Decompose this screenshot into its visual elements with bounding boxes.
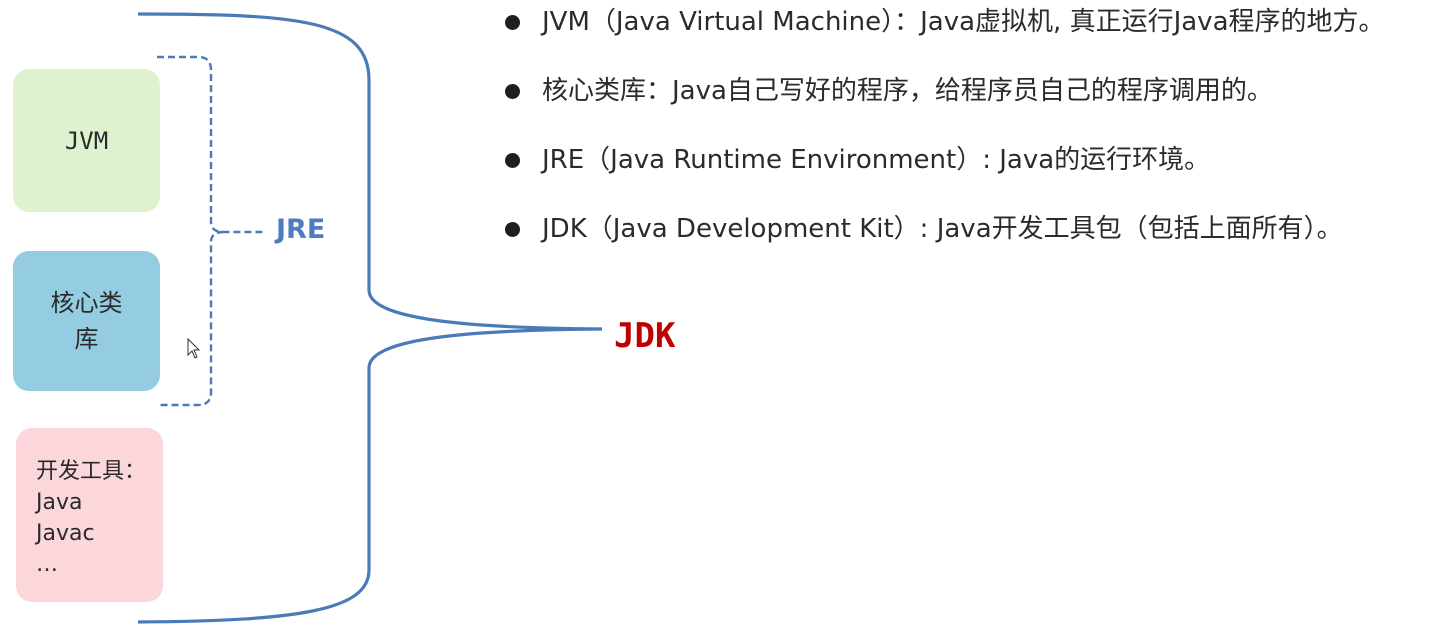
jre-dashed-bracket bbox=[157, 55, 266, 407]
bullet-text: JDK（Java Development Kit）: Java开发工具包（包括上… bbox=[542, 214, 1343, 244]
bullet-jvm: JVM（Java Virtual Machine）：Java虚拟机, 真正运行J… bbox=[500, 0, 1385, 69]
dev-tools-item-javac: Javac bbox=[36, 521, 95, 546]
bullet-jre: JRE（Java Runtime Environment）: Java的运行环境… bbox=[500, 138, 1385, 207]
jdk-label: JDK bbox=[614, 316, 676, 356]
bullet-text: JRE（Java Runtime Environment）: Java的运行环境… bbox=[542, 145, 1211, 175]
definition-list: JVM（Java Virtual Machine）：Java虚拟机, 真正运行J… bbox=[500, 0, 1385, 276]
bullet-core-library: 核心类库：Java自己写好的程序，给程序员自己的程序调用的。 bbox=[500, 69, 1385, 138]
dev-tools-item-java: Java bbox=[36, 490, 83, 515]
bullet-text: 核心类库：Java自己写好的程序，给程序员自己的程序调用的。 bbox=[542, 76, 1273, 106]
bullet-text: JVM（Java Virtual Machine）：Java虚拟机, 真正运行J… bbox=[542, 7, 1385, 37]
bullet-jdk: JDK（Java Development Kit）: Java开发工具包（包括上… bbox=[500, 207, 1385, 276]
mouse-pointer-icon bbox=[187, 338, 201, 359]
core-library-box: 核心类库 bbox=[13, 251, 160, 391]
dev-tools-item-ellipsis: … bbox=[36, 552, 58, 577]
jdk-brace bbox=[137, 12, 603, 624]
dev-tools-title: 开发工具： bbox=[36, 459, 147, 484]
jvm-box-label: JVM bbox=[64, 126, 109, 155]
dev-tools-box: 开发工具： Java Javac … bbox=[16, 428, 163, 602]
jre-label: JRE bbox=[276, 214, 326, 245]
bullet-dot-icon bbox=[505, 84, 520, 99]
bullet-dot-icon bbox=[505, 15, 520, 30]
bullet-dot-icon bbox=[505, 222, 520, 237]
jvm-box: JVM bbox=[13, 69, 160, 212]
bullet-dot-icon bbox=[505, 153, 520, 168]
core-library-box-label: 核心类库 bbox=[50, 289, 123, 353]
brace-lines bbox=[137, 12, 603, 624]
